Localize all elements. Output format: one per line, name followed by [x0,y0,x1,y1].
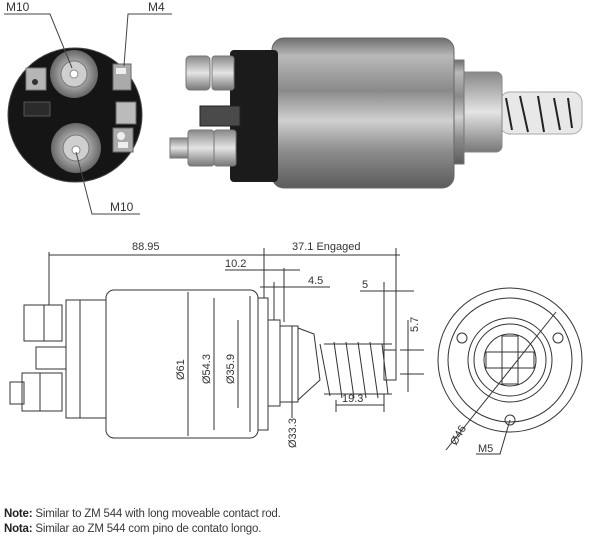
photo-side-view [169,37,583,189]
photo-end-view [7,47,143,183]
dim-4-5: 4.5 [308,275,323,287]
photo-leaders [4,13,172,215]
dim-dia-61: Ø61 [175,359,187,380]
note-english: Note: Similar to ZM 544 with long moveab… [4,508,281,520]
note-text: Similar to ZM 544 with long moveable con… [35,508,281,520]
dim-10-2: 10.2 [225,258,246,270]
end-drawing [437,287,583,455]
dim-5: 5 [362,279,368,291]
note-text: Similar ao ZM 544 com pino de contato lo… [35,523,262,535]
note-portuguese: Nota: Similar ao ZM 544 com pino de cont… [4,523,261,535]
note-label: Note: [4,508,33,520]
label-m5: M5 [478,443,493,455]
label-m4: M4 [148,0,165,14]
dim-19-3: 19.3 [342,393,363,405]
dim-dia-46: Ø46 [448,423,469,447]
label-m10-bottom: M10 [110,200,134,214]
dim-dia-33-3: Ø33.3 [287,418,299,448]
dim-5-7: 5.7 [409,317,421,332]
side-drawing [9,248,424,439]
label-m10-top: M10 [6,0,30,14]
dim-dia-54-3: Ø54.3 [201,354,213,384]
note-label: Nota: [4,523,33,535]
dim-overall-length: 88.95 [132,241,160,253]
dim-dia-35-9: Ø35.9 [225,354,237,384]
dim-engaged: 37.1 Engaged [292,241,361,253]
